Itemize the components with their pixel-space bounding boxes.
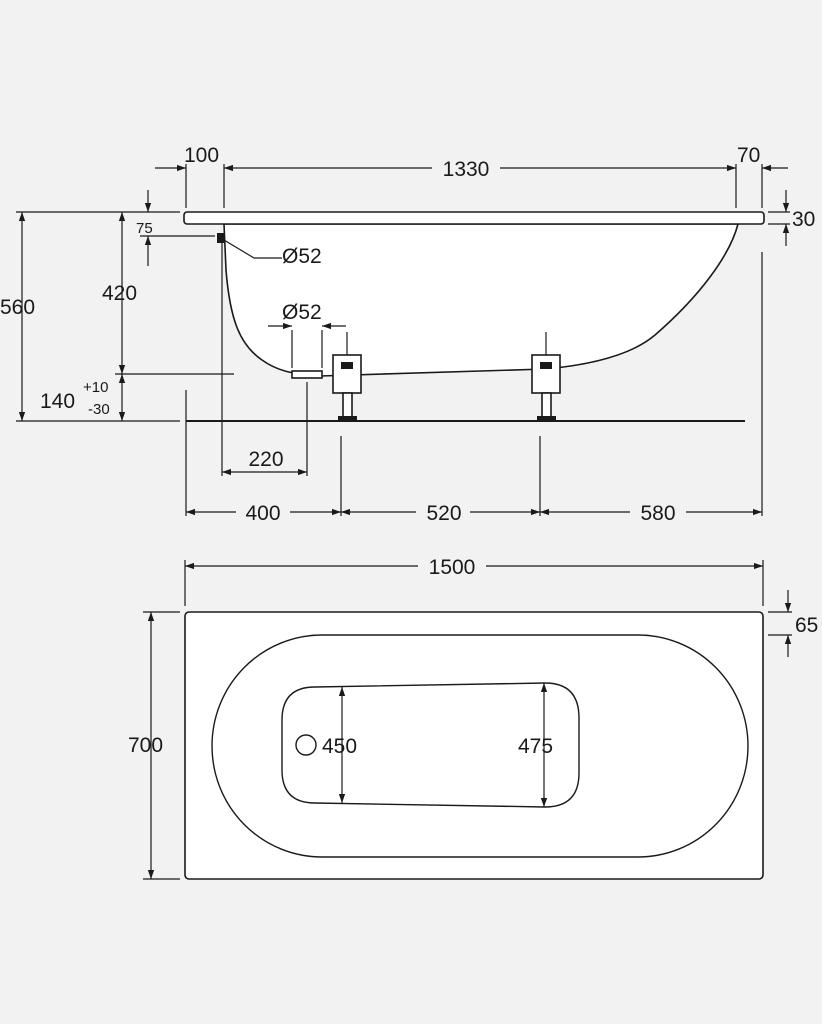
dim-475: 475 <box>518 735 553 758</box>
top-view: 1500 700 65 450 475 <box>128 556 818 880</box>
drain-diameter: Ø52 <box>282 301 322 324</box>
dim-1330: 1330 <box>443 158 490 181</box>
overflow-diameter: Ø52 <box>282 245 322 268</box>
foot-left <box>332 332 362 421</box>
tub-bottom <box>281 682 580 808</box>
dim-520: 520 <box>426 502 461 525</box>
dim-140: 140 <box>40 390 75 413</box>
dim-140-tol-plus: +10 <box>83 379 108 396</box>
drain-hole <box>295 734 317 756</box>
dim-140-tol-minus: -30 <box>88 401 110 418</box>
dim-420: 420 <box>102 282 137 305</box>
overflow-fitting <box>217 233 224 243</box>
foot-right <box>531 332 561 421</box>
dim-75: 75 <box>136 220 153 237</box>
dim-1500: 1500 <box>429 556 476 579</box>
drain-fitting <box>291 370 323 379</box>
dim-560: 560 <box>0 296 35 319</box>
dim-100: 100 <box>184 144 219 167</box>
tub-outline <box>184 611 764 880</box>
dim-580: 580 <box>640 502 675 525</box>
tub-basin <box>211 634 749 858</box>
tub-rim <box>183 211 765 225</box>
dim-70: 70 <box>737 144 760 167</box>
dim-400: 400 <box>245 502 280 525</box>
dim-30: 30 <box>792 208 815 231</box>
dim-220: 220 <box>248 448 283 471</box>
dim-65: 65 <box>795 614 818 637</box>
dim-450: 450 <box>322 735 357 758</box>
side-view: 100 1330 70 30 560 75 420 140 +10 -30 <box>0 144 815 525</box>
dim-700: 700 <box>128 734 163 757</box>
